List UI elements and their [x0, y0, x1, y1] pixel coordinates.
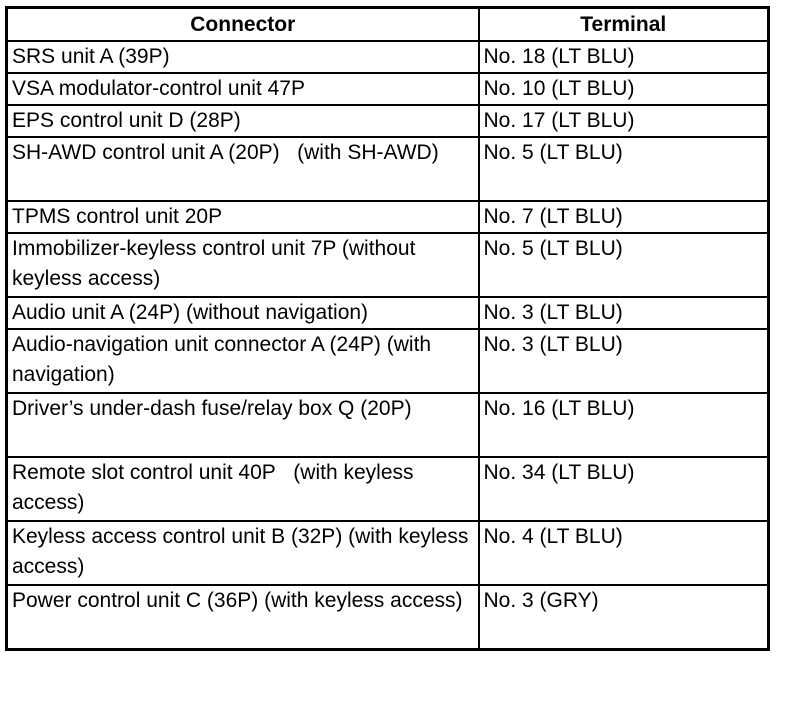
header-connector: Connector	[5, 6, 480, 42]
terminal-cell: No. 34 (LT BLU)	[477, 456, 770, 522]
terminal-cell: No. 16 (LT BLU)	[477, 392, 770, 458]
connector-cell: Keyless access control unit B (32P) (wit…	[5, 520, 480, 586]
connector-cell: EPS control unit D (28P)	[5, 104, 480, 138]
terminal-cell: No. 4 (LT BLU)	[477, 520, 770, 586]
table-row: Remote slot control unit 40P (with keyle…	[5, 456, 770, 522]
table-row: TPMS control unit 20P No. 7 (LT BLU)	[5, 200, 770, 234]
terminal-cell: No. 5 (LT BLU)	[477, 136, 770, 202]
connector-cell: Audio-navigation unit connector A (24P) …	[5, 328, 480, 394]
terminal-cell: No. 3 (GRY)	[477, 584, 770, 651]
connector-terminal-table: Connector Terminal SRS unit A (39P) No. …	[5, 6, 770, 651]
connector-cell: Driver’s under-dash fuse/relay box Q (20…	[5, 392, 480, 458]
table-row: SH-AWD control unit A (20P) (with SH-AWD…	[5, 136, 770, 202]
connector-cell: Power control unit C (36P) (with keyless…	[5, 584, 480, 651]
table-row: SRS unit A (39P) No. 18 (LT BLU)	[5, 40, 770, 74]
connector-cell: Remote slot control unit 40P (with keyle…	[5, 456, 480, 522]
table-row: Power control unit C (36P) (with keyless…	[5, 584, 770, 651]
terminal-cell: No. 10 (LT BLU)	[477, 72, 770, 106]
header-terminal: Terminal	[477, 6, 770, 42]
table-row: Audio unit A (24P) (without navigation) …	[5, 296, 770, 330]
terminal-cell: No. 17 (LT BLU)	[477, 104, 770, 138]
table-row: Driver’s under-dash fuse/relay box Q (20…	[5, 392, 770, 458]
table-row: Audio-navigation unit connector A (24P) …	[5, 328, 770, 394]
connector-cell: SRS unit A (39P)	[5, 40, 480, 74]
terminal-cell: No. 3 (LT BLU)	[477, 328, 770, 394]
terminal-cell: No. 18 (LT BLU)	[477, 40, 770, 74]
terminal-cell: No. 3 (LT BLU)	[477, 296, 770, 330]
terminal-cell: No. 5 (LT BLU)	[477, 232, 770, 298]
connector-cell: VSA modulator-control unit 47P	[5, 72, 480, 106]
connector-cell: Immobilizer-keyless control unit 7P (wit…	[5, 232, 480, 298]
table-header-row: Connector Terminal	[5, 6, 770, 42]
table-row: EPS control unit D (28P) No. 17 (LT BLU)	[5, 104, 770, 138]
terminal-cell: No. 7 (LT BLU)	[477, 200, 770, 234]
table-row: Keyless access control unit B (32P) (wit…	[5, 520, 770, 586]
table-row: VSA modulator-control unit 47P No. 10 (L…	[5, 72, 770, 106]
table-row: Immobilizer-keyless control unit 7P (wit…	[5, 232, 770, 298]
connector-cell: TPMS control unit 20P	[5, 200, 480, 234]
connector-cell: Audio unit A (24P) (without navigation)	[5, 296, 480, 330]
connector-cell: SH-AWD control unit A (20P) (with SH-AWD…	[5, 136, 480, 202]
